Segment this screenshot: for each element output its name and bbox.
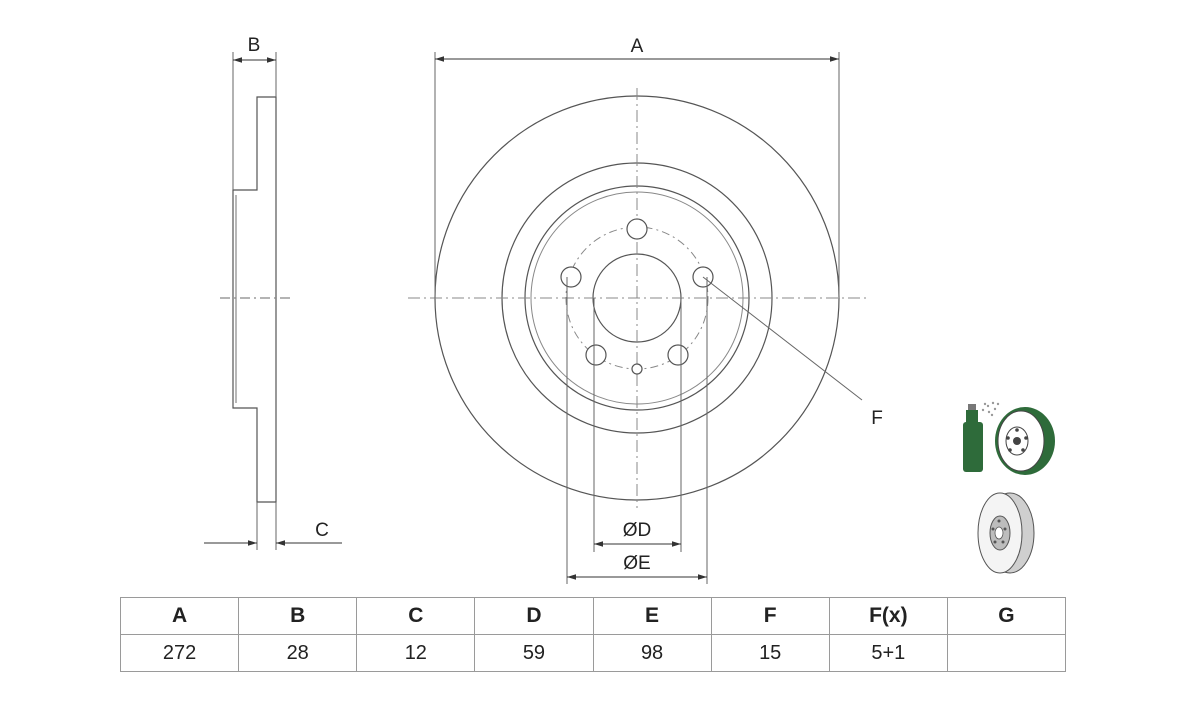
side-view	[220, 96, 292, 503]
dimension-label-b: B	[248, 35, 261, 56]
header-cell: F(x)	[828, 597, 948, 635]
dimension-d: ØD	[593, 298, 682, 552]
value-cell: 12	[356, 634, 476, 672]
bolt-holes	[560, 218, 714, 375]
value-cell	[946, 634, 1067, 672]
brake-disc-technical-drawing: B C A ØD	[204, 35, 1055, 584]
coated-disc-icon	[995, 407, 1055, 475]
dimension-label-d: ØD	[623, 520, 652, 541]
header-cell: F	[710, 597, 830, 635]
value-cell: 272	[119, 634, 240, 672]
dimension-label-a: A	[631, 36, 644, 57]
value-cell: 59	[474, 634, 594, 672]
dimension-f: F	[702, 276, 883, 429]
dimension-label-f: F	[871, 408, 883, 429]
value-cell: 5+1	[828, 634, 948, 672]
disc-perspective-icon	[977, 492, 1035, 574]
locating-hole	[631, 363, 643, 375]
dimension-c: C	[204, 502, 342, 550]
table-header-row: A B C D E F F(x) G	[119, 597, 1067, 635]
header-cell: A	[119, 597, 240, 635]
header-cell: C	[356, 597, 476, 635]
value-cell: 28	[238, 634, 358, 672]
header-cell: E	[592, 597, 712, 635]
bolt-hole	[560, 266, 582, 288]
table-row: 272 28 12 59 98 15 5+1	[119, 634, 1067, 672]
front-view	[408, 88, 866, 508]
bolt-hole	[626, 218, 648, 240]
bolt-hole	[667, 344, 689, 366]
header-cell: D	[474, 597, 594, 635]
bolt-hole	[585, 344, 607, 366]
header-cell: B	[238, 597, 358, 635]
value-cell: 15	[710, 634, 830, 672]
dimension-a: A	[434, 36, 840, 298]
dimensions-table: A B C D E F F(x) G 272 28 12 59 98 15 5+…	[119, 597, 1067, 672]
dimension-e: ØE	[566, 277, 708, 584]
value-cell: 98	[592, 634, 712, 672]
spray-can-coating-icon	[963, 401, 1000, 472]
dimension-label-e: ØE	[623, 553, 650, 574]
header-cell: G	[946, 597, 1067, 635]
dimension-label-c: C	[315, 520, 329, 541]
dimension-b: B	[232, 35, 277, 190]
